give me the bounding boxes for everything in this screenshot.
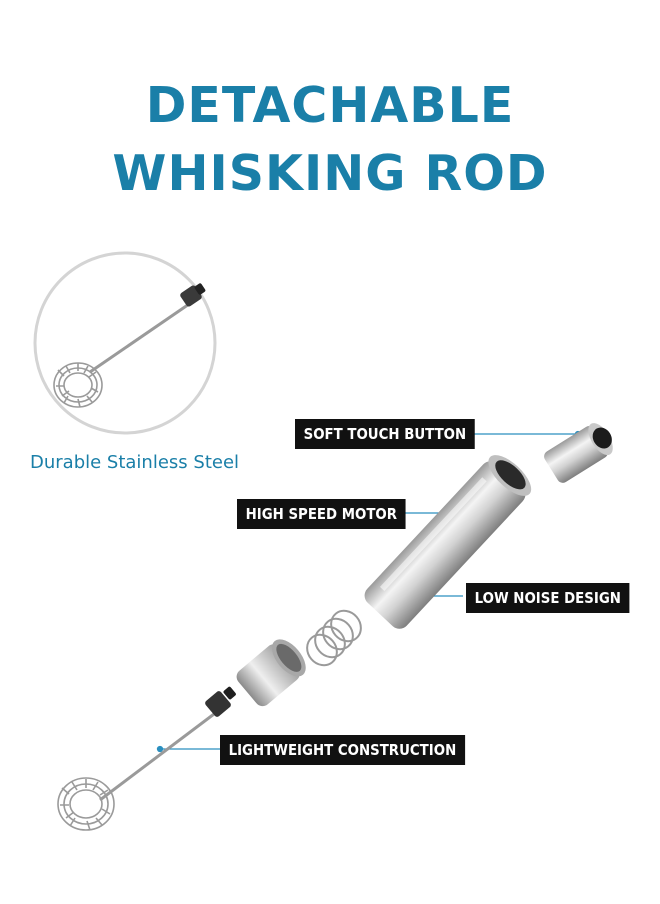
- spring: [306, 609, 362, 667]
- title-line-2: WHISKING ROD: [112, 145, 548, 202]
- bottom-cap: [236, 639, 306, 707]
- motor-body: [364, 455, 532, 629]
- whisk-rod: [57, 686, 236, 831]
- inset-whisk-coil-icon: [53, 362, 103, 408]
- page-title: DETACHABLE WHISKING ROD: [0, 72, 660, 208]
- whisk-coil-icon: [57, 777, 115, 831]
- callout-low-noise-design: LOW NOISE DESIGN: [466, 583, 630, 613]
- callout-high-speed-motor: HIGH SPEED MOTOR: [237, 499, 406, 529]
- callout-soft-touch-button: SOFT TOUCH BUTTON: [295, 419, 475, 449]
- button-cap: [544, 423, 613, 483]
- inset-circle: [33, 251, 217, 435]
- title-line-1: DETACHABLE: [145, 77, 515, 134]
- callout-lightweight-construction: LIGHTWEIGHT CONSTRUCTION: [220, 735, 465, 765]
- inset-caption: Durable Stainless Steel: [30, 452, 240, 473]
